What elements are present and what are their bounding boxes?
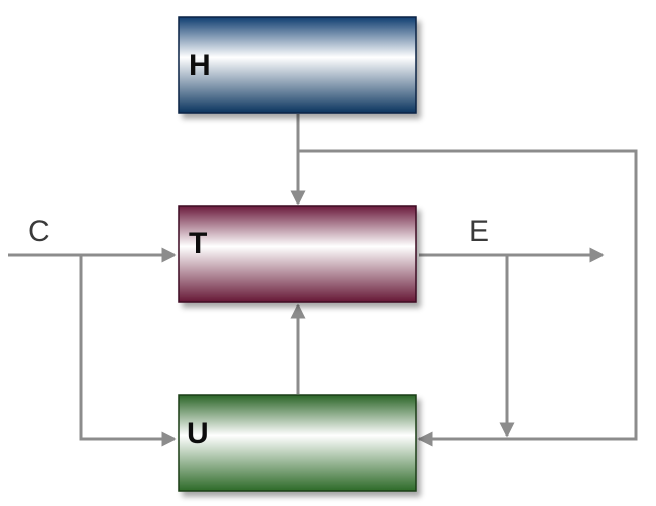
block-u: U	[178, 394, 417, 492]
block-t-label: T	[189, 227, 207, 260]
block-t: T	[178, 205, 417, 303]
block-u-label: U	[187, 417, 209, 450]
signal-input-label: C	[28, 215, 50, 248]
connections	[8, 114, 638, 447]
wire-h-feedback-to-u	[298, 149, 638, 447]
block-h-label: H	[189, 49, 211, 82]
block-t-box	[178, 205, 417, 303]
block-u-box	[178, 394, 417, 492]
wire-input-branch-to-u	[79, 255, 177, 447]
block-h: H	[178, 16, 417, 114]
block-h-box	[178, 16, 417, 114]
signal-output-label: E	[469, 215, 489, 248]
